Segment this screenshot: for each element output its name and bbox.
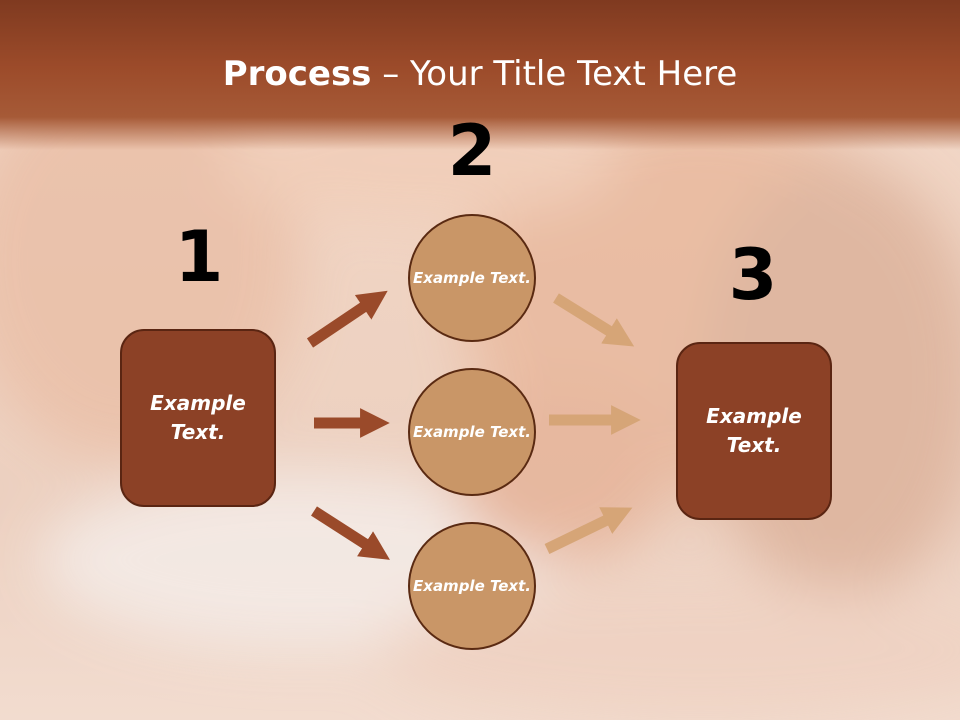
slide-title: Process – Your Title Text Here	[0, 52, 960, 96]
arrow-to-circle-3	[311, 506, 390, 560]
step-box-1-label: Example Text.	[150, 391, 246, 444]
circle-2-label: Example Text.	[413, 422, 531, 441]
step-number-1: 1	[174, 216, 224, 298]
step-box-3: Example Text.	[676, 342, 832, 520]
circle-3: Example Text.	[408, 522, 536, 650]
arrow-from-circle-1	[553, 293, 635, 347]
step-number-3: 3	[728, 234, 778, 316]
title-bar	[0, 0, 960, 150]
arrow-from-circle-3	[544, 507, 633, 554]
circle-2: Example Text.	[408, 368, 536, 496]
circle-3-label: Example Text.	[413, 576, 531, 595]
step-box-1: Example Text.	[120, 329, 276, 507]
title-rest: – Your Title Text Here	[371, 54, 738, 94]
step-number-2: 2	[447, 110, 497, 192]
step-box-3-label: Example Text.	[706, 404, 802, 457]
title-bold: Process	[222, 54, 372, 94]
circle-1: Example Text.	[408, 214, 536, 342]
arrow-to-circle-1	[306, 290, 388, 348]
circle-1-label: Example Text.	[413, 268, 531, 287]
